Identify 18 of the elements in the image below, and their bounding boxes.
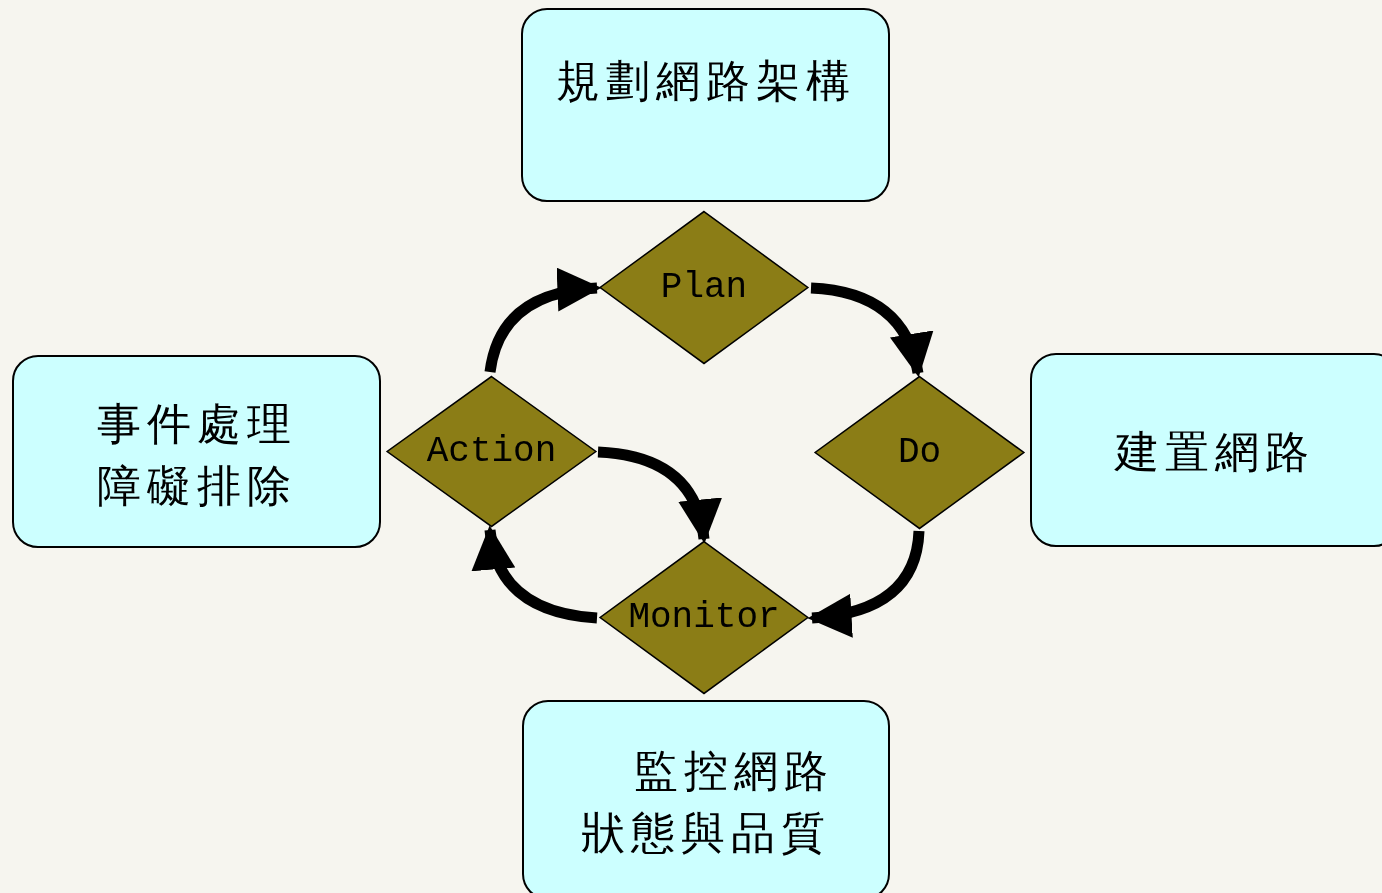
box-label: 建置網路 bbox=[1115, 425, 1315, 479]
curved-arrow bbox=[807, 530, 925, 637]
rounded-box bbox=[12, 355, 381, 548]
box-label: 障礙排除 bbox=[96, 459, 297, 513]
diamond-label: Plan bbox=[660, 267, 748, 308]
curved-arrow bbox=[473, 525, 598, 624]
diamond-label: Monitor bbox=[628, 597, 780, 638]
box-label: 事件處理 bbox=[96, 397, 297, 451]
box-label: 規劃網路架構 bbox=[555, 54, 856, 108]
rounded-box bbox=[521, 8, 890, 202]
curved-arrow bbox=[810, 282, 932, 378]
diamond-label: Action bbox=[426, 431, 557, 472]
box-label: 監控網路狀態與品質 bbox=[580, 744, 835, 860]
rounded-box bbox=[522, 700, 890, 893]
rounded-box bbox=[1030, 353, 1382, 547]
diamond-label: Do bbox=[897, 432, 942, 473]
curved-arrow bbox=[484, 269, 602, 373]
curved-arrow bbox=[597, 446, 720, 544]
